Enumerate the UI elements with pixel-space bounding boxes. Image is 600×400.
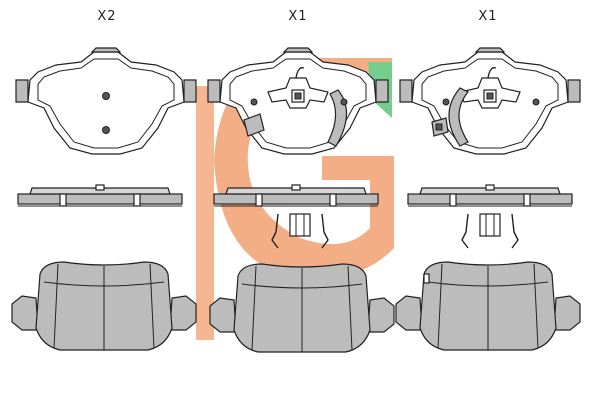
pad-clip-spring-3: [461, 213, 519, 249]
quantity-label-3: X1: [478, 9, 498, 24]
pad-top-view-1: [15, 47, 197, 155]
pad-top-view-3: [399, 47, 581, 155]
pad-side-profile-2: [213, 184, 379, 207]
pad-side-profile-1: [17, 184, 183, 207]
pad-friction-face-2: [209, 263, 395, 353]
quantity-label-2: X1: [288, 9, 308, 24]
pad-friction-face-3: [395, 261, 581, 351]
quantity-label-1: X2: [97, 9, 117, 24]
pad-friction-face-1: [11, 261, 197, 351]
pad-side-profile-3: [407, 184, 573, 207]
watermark-bar: [196, 86, 214, 340]
pad-top-view-2: [207, 47, 389, 155]
